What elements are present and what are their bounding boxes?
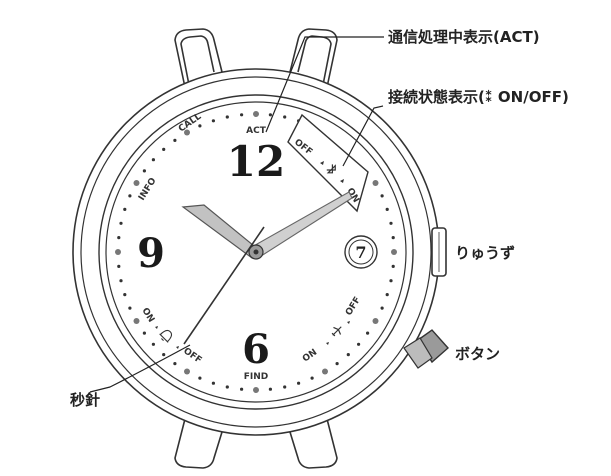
minute-dot bbox=[173, 138, 177, 142]
button-label: ボタン bbox=[455, 345, 500, 363]
minute-dot bbox=[173, 362, 177, 366]
minute-dot bbox=[142, 331, 146, 335]
minute-dot bbox=[115, 249, 121, 255]
bt-callout-label: 接続状態表示(⁑ ON/OFF) bbox=[388, 88, 569, 106]
minute-dot bbox=[198, 376, 202, 380]
minute-dot bbox=[240, 387, 244, 391]
bell-icon bbox=[159, 329, 173, 343]
act-dial-label: ACT bbox=[246, 126, 267, 136]
minute-dot bbox=[253, 111, 259, 117]
minute-dot bbox=[133, 180, 140, 186]
minute-dot bbox=[391, 236, 395, 240]
watch-hands bbox=[181, 191, 353, 345]
act-callout-label: 通信処理中表示(ACT) bbox=[388, 28, 540, 46]
minute-dot bbox=[380, 306, 384, 310]
minute-dot bbox=[184, 129, 190, 136]
find-dial-label: FIND bbox=[244, 372, 269, 382]
minute-dot bbox=[211, 381, 215, 385]
minute-dot bbox=[151, 158, 155, 162]
minute-dot bbox=[366, 331, 370, 335]
minute-dot bbox=[162, 147, 166, 151]
minute-dot bbox=[225, 115, 229, 119]
minute-dot bbox=[385, 207, 389, 211]
minute-dot bbox=[346, 353, 350, 357]
date-value: 7 bbox=[355, 243, 366, 262]
minute-dot bbox=[391, 249, 397, 255]
minute-dot bbox=[123, 207, 127, 211]
minute-dot bbox=[225, 385, 229, 389]
second-hand bbox=[183, 226, 265, 345]
second-hand-label: 秒針 bbox=[70, 391, 100, 409]
minute-dot bbox=[184, 368, 190, 375]
minute-dot bbox=[297, 381, 301, 385]
minute-dot bbox=[335, 362, 339, 366]
minute-dot bbox=[268, 113, 272, 117]
numeral-6: 6 bbox=[242, 326, 270, 373]
crown-label: りゅうず bbox=[455, 244, 515, 262]
minute-dot bbox=[391, 264, 395, 268]
bt-arrows bbox=[320, 161, 344, 183]
side-button[interactable] bbox=[403, 329, 449, 369]
crown[interactable] bbox=[431, 227, 447, 277]
bluetooth-status-window: OFF ON bbox=[287, 113, 369, 213]
minute-dot bbox=[380, 194, 384, 198]
minute-dot bbox=[283, 385, 287, 389]
minute-dot bbox=[119, 279, 123, 283]
minute-dot bbox=[133, 318, 140, 324]
numeral-9: 9 bbox=[137, 230, 165, 277]
minute-dot bbox=[240, 113, 244, 117]
date-window: 7 bbox=[344, 235, 378, 269]
minute-dot bbox=[372, 318, 379, 324]
minute-dot bbox=[151, 342, 155, 346]
minute-dot bbox=[385, 293, 389, 297]
numeral-12: 12 bbox=[227, 137, 285, 186]
minute-dot bbox=[253, 387, 259, 393]
right-arrows bbox=[326, 321, 350, 345]
minute-dot bbox=[162, 353, 166, 357]
minute-dot bbox=[117, 264, 121, 268]
minute-markers bbox=[115, 111, 397, 393]
airplane-icon bbox=[331, 326, 342, 337]
bluetooth-icon bbox=[326, 164, 336, 174]
minute-dot bbox=[119, 221, 123, 225]
minute-dot bbox=[310, 376, 314, 380]
watch-lugs bbox=[174, 28, 338, 469]
minute-dot bbox=[322, 368, 328, 375]
minute-dot bbox=[211, 119, 215, 123]
minute-dot bbox=[128, 194, 132, 198]
minute-dot bbox=[389, 221, 393, 225]
leader-lines bbox=[89, 36, 384, 393]
minute-dot bbox=[142, 169, 146, 173]
minute-dot bbox=[372, 180, 379, 186]
minute-dot bbox=[283, 115, 287, 119]
minute-dot bbox=[357, 342, 361, 346]
minute-dot bbox=[117, 236, 121, 240]
minute-dot bbox=[128, 306, 132, 310]
minute-dot bbox=[198, 124, 202, 128]
minute-dot bbox=[389, 279, 393, 283]
minute-dot bbox=[123, 293, 127, 297]
minute-dot bbox=[268, 387, 272, 391]
